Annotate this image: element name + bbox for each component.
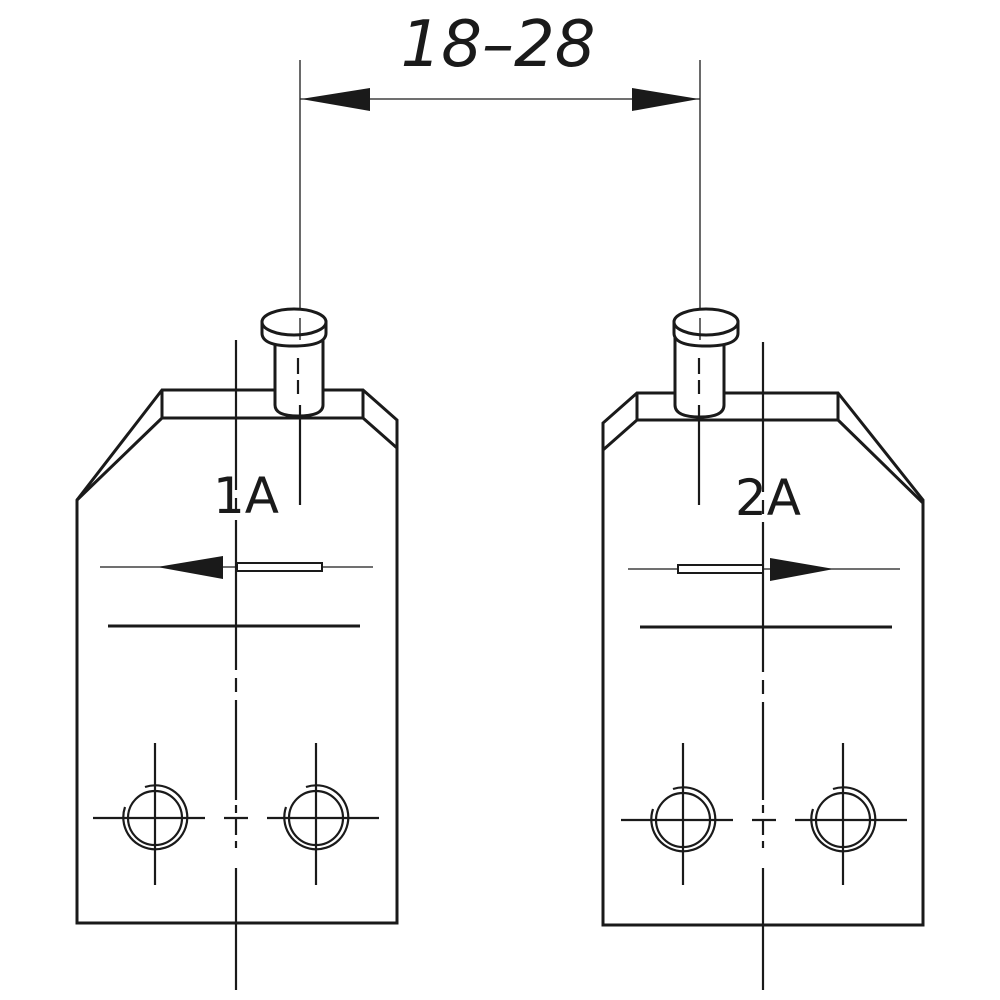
direction-arrow-right-icon: [628, 558, 900, 581]
direction-arrow-left-icon: [100, 556, 373, 579]
mounting-hole-left: [93, 743, 205, 885]
dimension-annotation: 18–28: [299, 8, 701, 318]
pin: [260, 307, 328, 505]
mounting-hole-left: [621, 743, 733, 885]
left-bevel-edge: [75, 416, 164, 502]
top-bevel-face: [160, 390, 365, 420]
terminal-1a: 1A: [75, 307, 399, 990]
terminal-2a: 2A: [601, 307, 925, 990]
arrowhead-right-icon: [632, 88, 699, 111]
left-bevel-edge: [602, 418, 638, 452]
top-bevel-face: [635, 393, 840, 422]
right-bevel-edge: [836, 418, 925, 505]
terminal-label: 1A: [213, 467, 279, 525]
terminal-label: 2A: [735, 469, 801, 527]
dimension-label: 18–28: [401, 8, 596, 82]
pin: [672, 307, 740, 505]
right-bevel-edge: [362, 416, 398, 450]
mounting-hole-right: [795, 743, 907, 885]
arrowhead-left-icon: [301, 88, 370, 111]
mounting-hole-right: [267, 743, 379, 885]
